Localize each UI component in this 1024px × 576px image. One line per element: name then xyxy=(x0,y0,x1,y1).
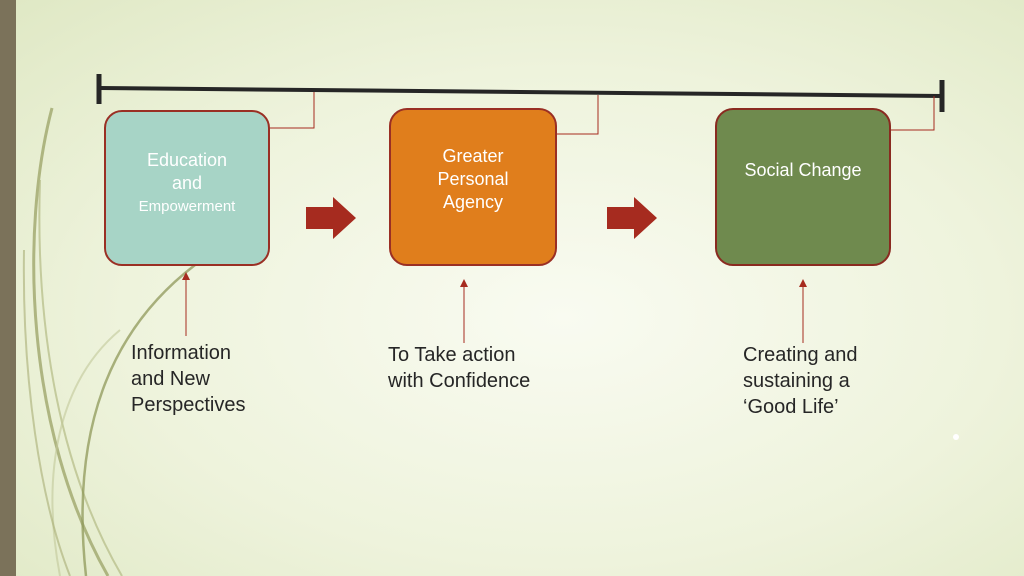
caption1-line1: Information xyxy=(131,342,232,364)
box1-line2: and xyxy=(171,172,203,193)
social-change-box: Social Change xyxy=(715,108,891,266)
timeline-line xyxy=(98,86,943,98)
box2-line1: Greater xyxy=(442,145,504,166)
caption1-line2: and New xyxy=(131,368,210,390)
box3-line1: Social Change xyxy=(744,159,862,180)
box1-line3: Empowerment xyxy=(138,197,236,215)
caption2-line2: with Confidence xyxy=(388,370,531,392)
pointer-arrowhead-2 xyxy=(460,279,468,287)
connector-box3 xyxy=(891,96,935,131)
box2-line3: Agency xyxy=(442,191,504,212)
caption-good-life: Creating and sustaining a ‘Good Life’ xyxy=(743,342,858,420)
connector-box1 xyxy=(270,92,315,129)
connector-box2 xyxy=(557,95,599,135)
caption-information: Information and New Perspectives xyxy=(131,340,246,418)
caption3-line2: sustaining a xyxy=(743,370,850,392)
caption1-line3: Perspectives xyxy=(131,394,246,416)
caption-take-action: To Take action with Confidence xyxy=(388,342,530,394)
box2-line2: Personal xyxy=(437,168,509,189)
right-arrow-icon xyxy=(306,197,356,239)
left-decorative-bar xyxy=(0,0,16,576)
pointer-arrowhead-3 xyxy=(799,279,807,287)
greater-personal-agency-box: Greater Personal Agency xyxy=(389,108,557,266)
caption3-line1: Creating and xyxy=(743,344,858,366)
right-arrow-icon xyxy=(607,197,657,239)
pointer-arrowhead-1 xyxy=(182,272,190,280)
caption2-line1: To Take action xyxy=(388,344,516,366)
decorative-dot xyxy=(953,434,959,440)
education-and-empowerment-box: Education and Empowerment xyxy=(104,110,270,266)
box1-line1: Education xyxy=(146,149,228,170)
caption3-line3: ‘Good Life’ xyxy=(743,396,839,418)
